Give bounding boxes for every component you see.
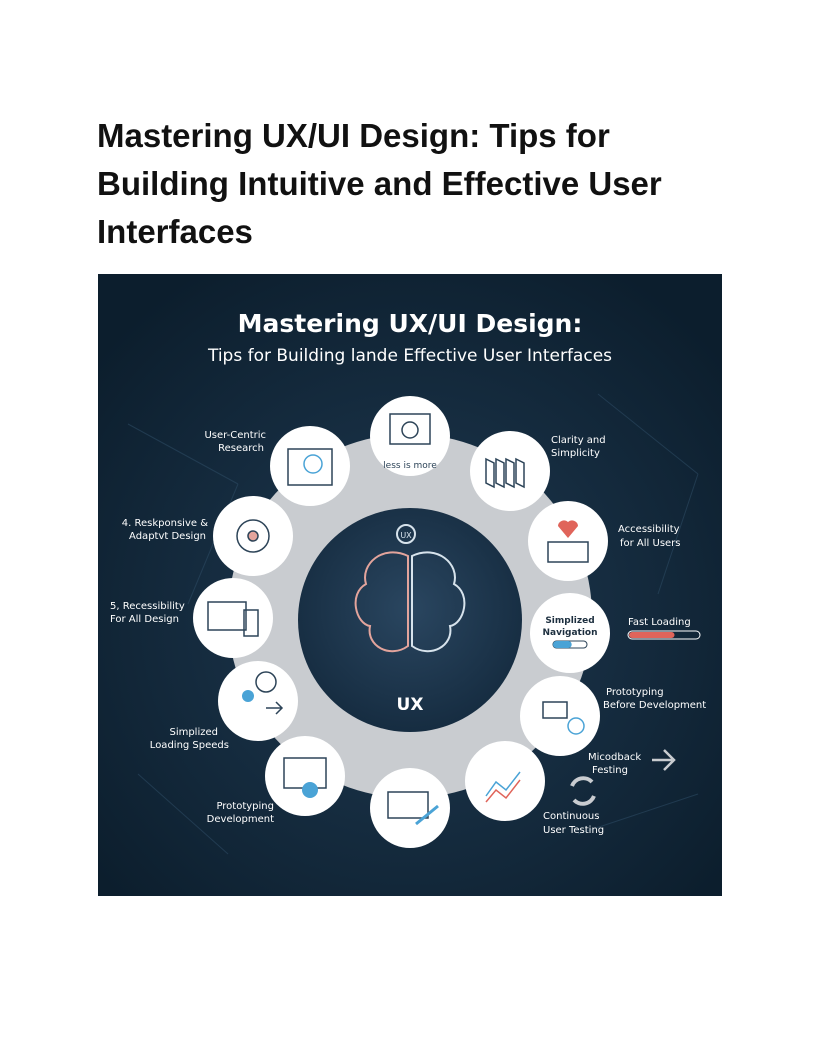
speedometer-icon <box>255 671 277 693</box>
node-prototyping-before <box>520 676 600 756</box>
node-recessibility <box>193 578 273 658</box>
label-prototyping-before-2: Before Development <box>603 700 706 711</box>
chart-line-blue-icon <box>485 771 521 797</box>
label-prototyping-dev-2: Development <box>207 814 274 825</box>
label-loading-speeds-2: Loading Speeds <box>150 740 229 751</box>
infographic-subheading: Tips for Building lande Effective User I… <box>207 346 612 366</box>
node-chart <box>465 741 545 821</box>
label-prototyping-before-1: Prototyping <box>606 687 664 698</box>
phone-icon <box>243 609 259 637</box>
less-is-more-label: less is more <box>383 461 437 471</box>
arrow-right-icon <box>652 749 676 771</box>
window-search-icon <box>389 413 431 445</box>
node-design-hand <box>370 768 450 848</box>
label-responsive-1: 4. Reskponsive & <box>122 518 208 529</box>
chat-icon <box>542 701 568 719</box>
label-responsive-2: Adaptvt Design <box>129 531 206 542</box>
label-feedback-2: Festing <box>592 765 628 776</box>
label-feedback-1: Micodback <box>588 752 641 763</box>
chart-line-icon <box>485 779 521 803</box>
label-clarity-1: Clarity and <box>551 435 606 446</box>
person-icon <box>242 690 254 702</box>
label-fast-loading: Fast Loading <box>628 617 691 628</box>
fast-loading-fill <box>629 632 675 638</box>
page-title: Mastering UX/UI Design: Tips for Buildin… <box>97 117 662 250</box>
cycle-icon <box>570 776 596 806</box>
fast-loading-track <box>627 630 701 640</box>
label-continuous-2: User Testing <box>543 825 604 836</box>
pages-icon <box>485 457 525 489</box>
label-user-centric-1: User-Centric <box>204 430 266 441</box>
node-navigation <box>530 593 610 673</box>
node-accessibility <box>528 501 608 581</box>
navigation-label-2: Navigation <box>542 628 597 638</box>
target-center-icon <box>247 530 259 542</box>
label-loading-speeds-1: Simplized <box>169 727 218 738</box>
target-icon <box>236 519 270 553</box>
node-user-centric <box>270 426 350 506</box>
label-prototyping-dev-1: Prototyping <box>216 801 274 812</box>
node-loading-speeds <box>218 661 298 741</box>
label-clarity-2: Simplicity <box>551 448 600 459</box>
navigation-label-1: Simplized <box>545 616 594 626</box>
label-recessibility-1: 5, Recessibility <box>110 601 185 612</box>
magnifier-icon <box>303 454 323 474</box>
monitor-icon <box>207 601 247 631</box>
ux-badge-icon <box>396 524 416 544</box>
brain-icon <box>354 524 466 653</box>
label-accessibility-1: Accessibility <box>618 524 680 535</box>
center-circle <box>298 508 522 732</box>
design-screen-icon <box>387 791 429 819</box>
heart-icon <box>558 520 578 538</box>
check-badge-icon <box>302 782 318 798</box>
infographic-heading: Mastering UX/UI Design: <box>238 309 583 338</box>
label-accessibility-2: for All Users <box>620 538 681 549</box>
pen-hand-icon <box>415 804 439 826</box>
center-badge: UX <box>400 531 412 540</box>
infographic-svg: Mastering UX/UI Design: Tips for Buildin… <box>98 274 722 896</box>
smiley-icon <box>567 717 585 735</box>
form-icon <box>547 541 589 563</box>
refresh-icon <box>401 421 419 439</box>
infographic-image: Mastering UX/UI Design: Tips for Buildin… <box>98 274 722 896</box>
label-user-centric-2: Research <box>218 443 264 454</box>
arrow-right-icon <box>266 701 284 715</box>
node-clarity <box>470 431 550 511</box>
center-label: UX <box>397 695 424 715</box>
navigation-progress-fill <box>553 641 572 648</box>
label-recessibility-2: For All Design <box>110 614 179 625</box>
label-continuous-1: Continuous <box>543 811 599 822</box>
node-prototyping-dev <box>265 736 345 816</box>
research-icon <box>287 448 333 486</box>
